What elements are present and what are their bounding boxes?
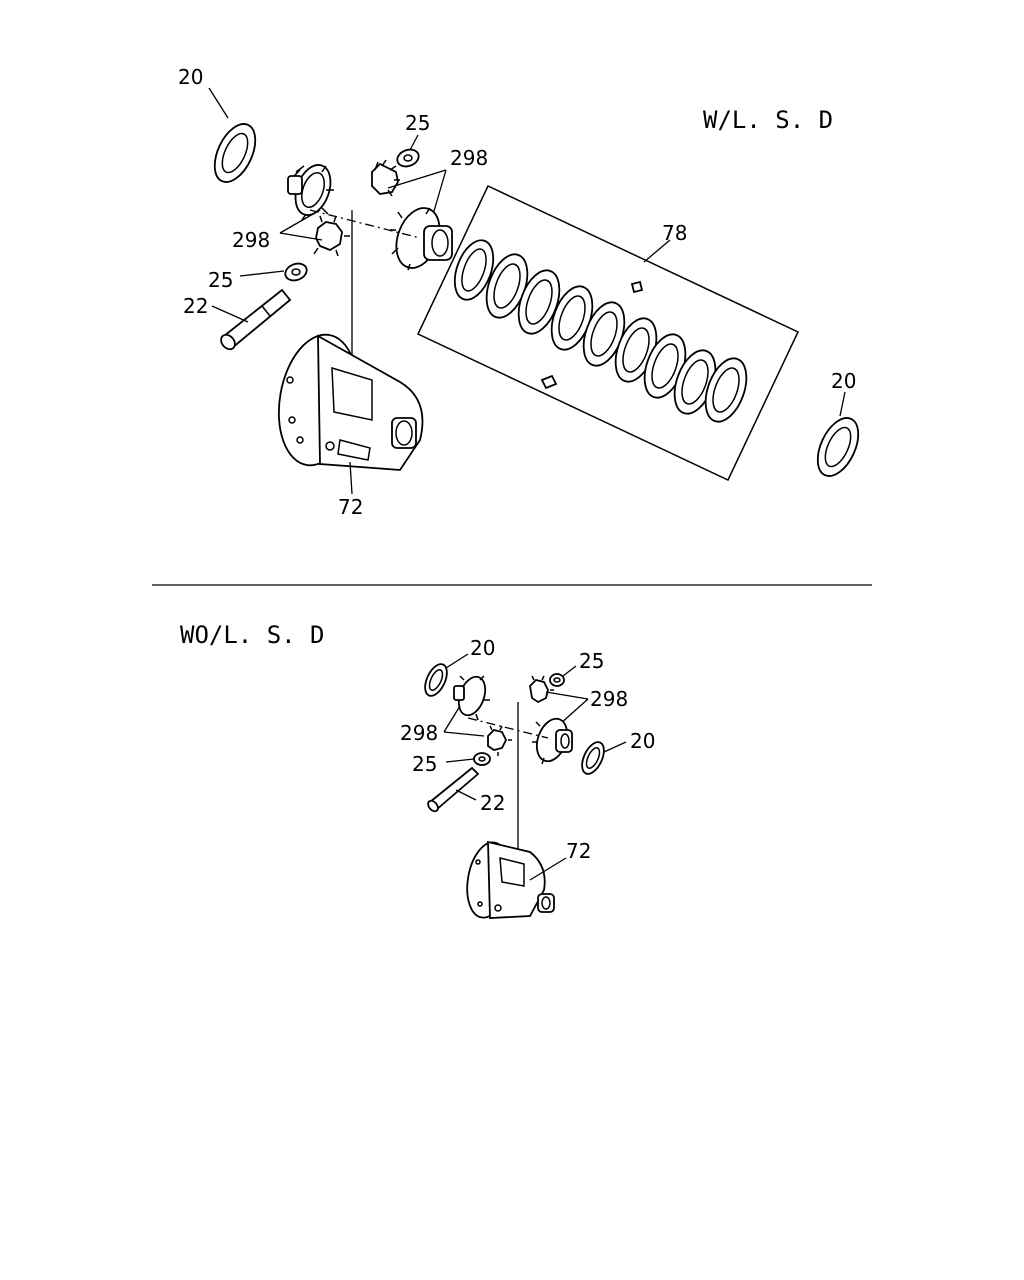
lower-section-title: WO/L. S. D — [180, 621, 325, 649]
differential-case-72-upper — [277, 333, 424, 471]
pinion-gear-lower-lower — [487, 725, 512, 756]
label-78: 78 — [662, 221, 687, 245]
label-20-lower-top: 20 — [470, 636, 495, 660]
label-22-upper: 22 — [183, 294, 208, 318]
pinion-gear-upper — [371, 159, 400, 197]
pinion-washer-25-lower-top — [549, 673, 565, 687]
pinion-shaft-22-lower — [427, 766, 480, 813]
pinion-washer-25-lower-bottom — [473, 752, 491, 766]
upper-section-title: W/L. S. D — [703, 106, 833, 134]
thrust-washer-20-upper-left — [213, 123, 257, 183]
pinion-gear-lower — [313, 215, 350, 257]
side-gear-left — [287, 164, 334, 221]
label-25-lower-left: 25 — [412, 752, 437, 776]
label-20-upper-left: 20 — [178, 65, 203, 89]
label-298-lower-right: 298 — [590, 687, 628, 711]
label-25-upper-top: 25 — [405, 111, 430, 135]
label-20-lower-right: 20 — [630, 729, 655, 753]
thrust-washer-20-lower-right — [581, 741, 605, 775]
pinion-washer-25-lower — [284, 262, 308, 282]
side-gear-right — [390, 207, 453, 271]
label-25-lower-top: 25 — [579, 649, 604, 673]
differential-case-72-lower — [466, 840, 555, 919]
label-298-lower-left: 298 — [400, 721, 438, 745]
pinion-washer-25-upper — [396, 148, 420, 168]
label-22-lower: 22 — [480, 791, 505, 815]
label-72-upper: 72 — [338, 495, 363, 519]
label-25-upper-left: 25 — [208, 268, 233, 292]
thrust-washer-20-upper-right — [816, 417, 860, 477]
pinion-gear-upper-lower — [529, 675, 554, 704]
label-298-upper-left: 298 — [232, 228, 270, 252]
label-72-lower: 72 — [566, 839, 591, 863]
pinion-shaft-22-upper — [220, 288, 292, 351]
clutch-pack-78 — [417, 185, 799, 481]
label-298-upper-top: 298 — [450, 146, 488, 170]
label-20-upper-right: 20 — [831, 369, 856, 393]
side-gear-left-lower — [453, 675, 490, 721]
thrust-washer-20-lower-left — [424, 663, 448, 697]
side-gear-right-lower — [532, 717, 573, 765]
